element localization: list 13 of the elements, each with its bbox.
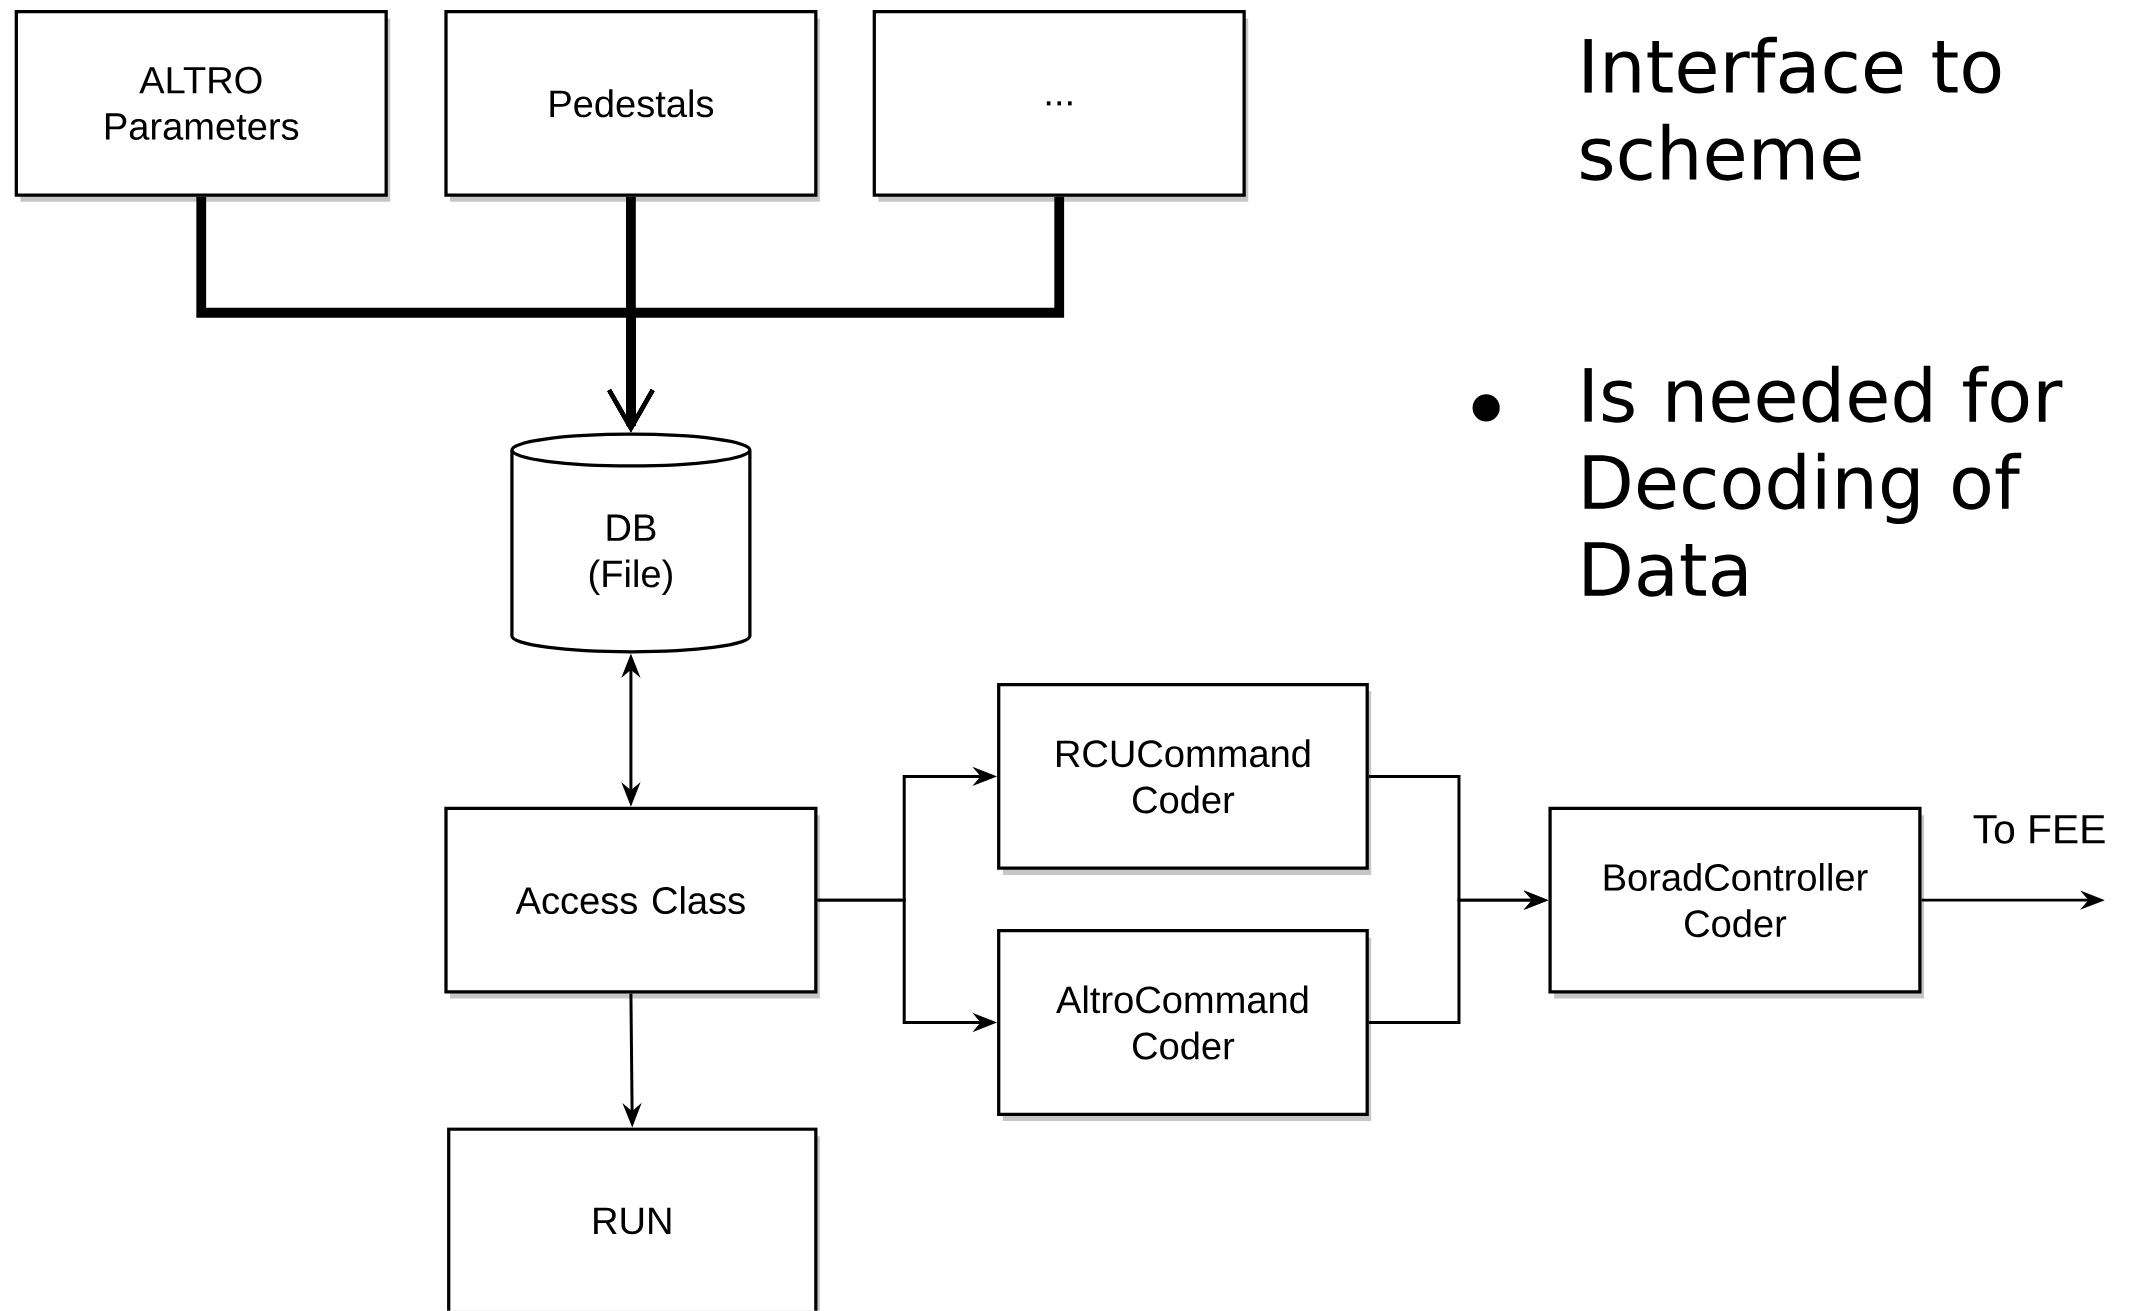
process-box: ... xyxy=(872,10,1249,202)
database-cylinder: DB (File) xyxy=(510,432,752,654)
process-box: Access Class xyxy=(444,806,820,999)
process-box: RCUCommand Coder xyxy=(997,683,1372,876)
process-box: AltroCommand Coder xyxy=(997,929,1372,1122)
arrow xyxy=(607,196,1065,433)
process-box: BoradController Coder xyxy=(1548,806,1924,999)
process-box: ALTRO Parameters xyxy=(14,10,391,202)
edge-label: To FEE xyxy=(1969,812,2110,847)
slide-text: Interface to scheme xyxy=(1581,36,2001,181)
process-box: RUN xyxy=(447,1127,820,1311)
process-box: Pedestals xyxy=(444,10,820,202)
slide-text: Is needed for Decoding of Data xyxy=(1584,365,2063,597)
